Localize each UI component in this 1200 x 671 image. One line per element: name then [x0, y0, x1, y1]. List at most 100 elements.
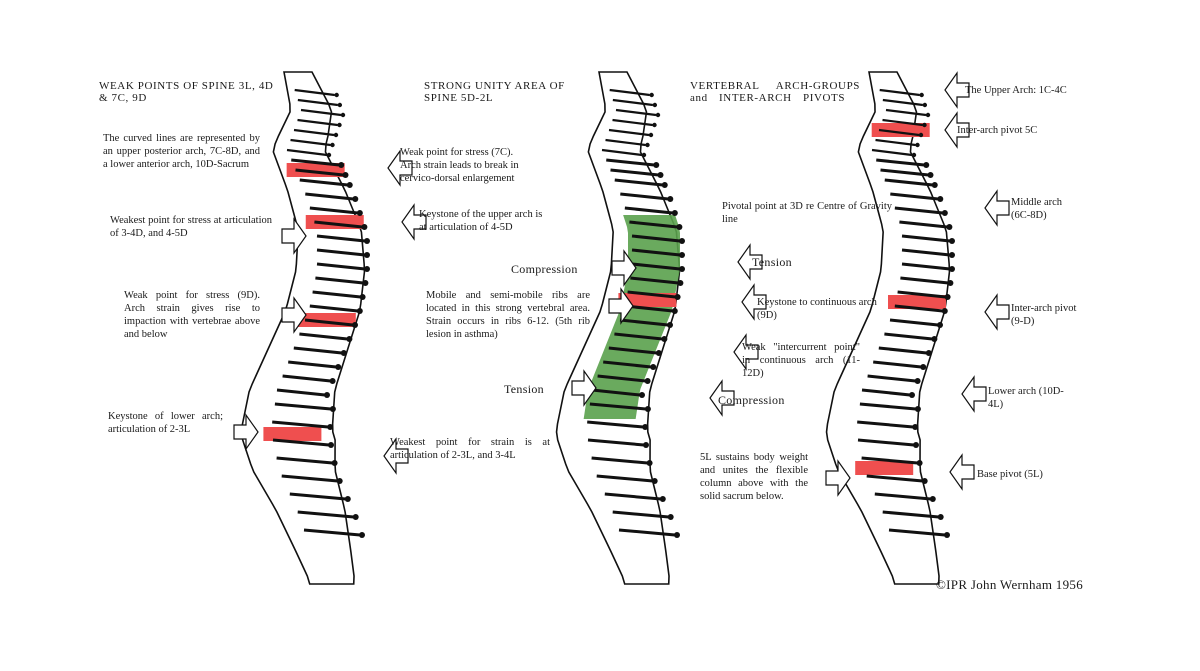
vertebra-disc [615, 108, 657, 117]
spine-unity-area [555, 71, 685, 585]
vertebra-disc [631, 262, 681, 271]
vertebra-disc [272, 438, 330, 447]
vertebra-disc [597, 374, 646, 383]
vertebra-process [915, 142, 920, 148]
vertebra-process [649, 92, 654, 98]
vertebra-process [914, 378, 921, 384]
vertebra-disc [603, 360, 652, 369]
vertebra-process [327, 424, 334, 430]
vertebra-process [674, 532, 680, 538]
arrow-right-icon [571, 369, 597, 407]
vertebra-process [646, 460, 653, 466]
arrow-left-icon [961, 375, 987, 413]
vertebra-disc [587, 438, 645, 447]
label-inter-arch-5c: Inter-arch pivot 5C [957, 125, 1038, 136]
vertebra-process [941, 308, 948, 314]
vertebra-process [667, 514, 674, 520]
arrow-left-icon [984, 189, 1010, 227]
vertebra-process [337, 102, 343, 108]
arrow-right-icon [281, 217, 307, 255]
vertebra-disc [604, 492, 661, 501]
vertebra-disc [878, 346, 927, 355]
label-tension-top: Tension [752, 255, 792, 269]
vertebra-process [944, 294, 951, 300]
vertebra-process [671, 308, 678, 314]
vertebra-process [326, 152, 332, 158]
vertebra-disc [866, 474, 923, 483]
arrow-right-icon [825, 459, 851, 497]
vertebra-process [920, 364, 927, 370]
vertebra-disc [297, 118, 338, 127]
vertebra-process [642, 424, 649, 430]
vertebra-process [911, 152, 917, 158]
vertebra-process [346, 336, 353, 342]
vertebra-process [651, 478, 658, 484]
label-lower-arch: Lower arch (10D-4L) [988, 386, 1064, 410]
vertebra-disc [876, 158, 925, 167]
vertebra-disc [299, 332, 348, 341]
vertebra-process [340, 350, 347, 356]
vertebra-disc [608, 128, 650, 137]
label-upper-arch: The Upper Arch: 1C-4C [965, 85, 1067, 96]
label-compression-bottom: Compression [718, 393, 785, 407]
vertebra-disc [614, 178, 663, 187]
vertebra-process [655, 112, 661, 118]
vertebra-disc [288, 360, 337, 369]
vertebra-process [359, 532, 365, 538]
vertebra-process [671, 210, 678, 216]
vertebra-process [362, 280, 369, 286]
vertebra-disc [882, 118, 923, 127]
arrow-right-icon [611, 249, 637, 287]
vertebra-process [679, 252, 685, 258]
vertebra-disc [889, 318, 939, 327]
vertebra-disc [610, 168, 659, 177]
vertebra-disc [605, 138, 646, 147]
vertebra-process [661, 182, 668, 188]
vertebra-process [338, 162, 345, 168]
label-weak-7c: Weak point for stress (7C). Arch strain … [400, 147, 519, 184]
vertebra-disc [897, 290, 946, 299]
vertebra-process [925, 112, 931, 118]
vertebra-disc [305, 192, 354, 201]
vertebra-process [359, 294, 366, 300]
vertebra-disc [899, 220, 948, 229]
label-weakest-strain: Weakest point for strain is at articulat… [390, 437, 550, 461]
spine-outline [825, 71, 951, 585]
label-compression-top: Compression [511, 262, 578, 276]
vertebra-disc [624, 206, 674, 215]
arrow-left-icon [944, 111, 970, 149]
vertebra-disc [276, 388, 326, 397]
copyright: ©IPR John Wernham 1956 [936, 577, 1083, 592]
arrow-left-icon [383, 437, 409, 475]
vertebra-process [652, 122, 657, 128]
vertebra-disc [315, 276, 364, 285]
vertebra-process [937, 196, 944, 202]
arrow-left-icon [709, 379, 735, 417]
vertebra-disc [309, 304, 358, 313]
vertebra-process [644, 406, 651, 412]
vertebra-process [661, 336, 668, 342]
vertebra-disc [293, 128, 335, 137]
vertebra-disc [608, 346, 657, 355]
vertebra-disc [591, 456, 648, 465]
label-curved-lines: The curved lines are represented by an u… [103, 133, 260, 170]
vertebra-disc [276, 456, 333, 465]
vertebra-disc [282, 374, 331, 383]
heading-arch-groups: VERTEBRAL ARCH-GROUPS and INTER-ARCH PIV… [690, 80, 860, 104]
vertebra-disc [612, 98, 653, 107]
vertebra-process [340, 112, 346, 118]
vertebra-disc [884, 332, 933, 341]
vertebra-disc [871, 148, 913, 157]
vertebra-disc [888, 528, 946, 537]
label-mobile-ribs: Mobile and semi-mobile ribs are located … [426, 290, 590, 340]
vertebra-process [677, 280, 684, 286]
arrow-right-icon [233, 413, 259, 451]
vertebra-process [352, 196, 359, 202]
arrow-left-icon [401, 203, 427, 241]
vertebra-process [931, 182, 938, 188]
label-5l-sustains: 5L sustains body weight and unites the f… [700, 452, 808, 502]
vertebra-disc [589, 402, 647, 411]
vertebra-disc [291, 158, 340, 167]
vertebra-process [342, 172, 349, 178]
vertebra-process [925, 350, 932, 356]
